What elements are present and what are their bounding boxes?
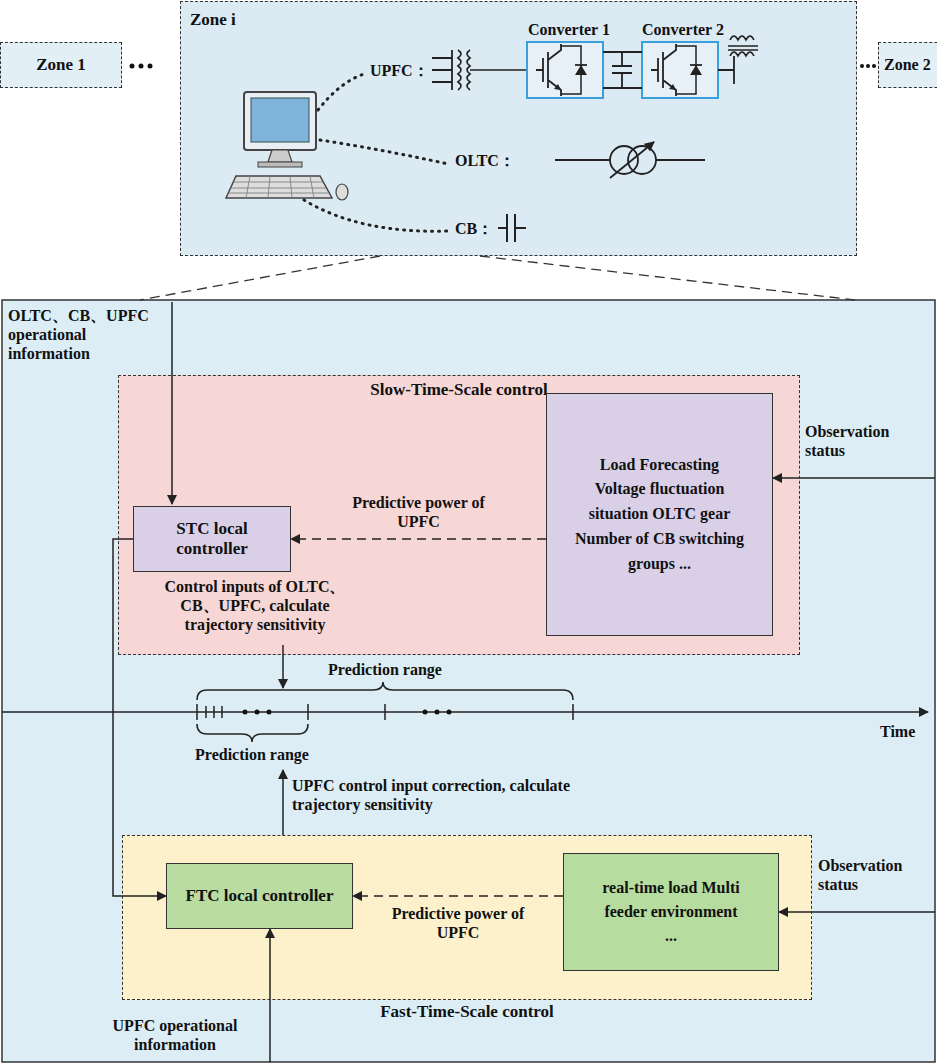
continuation-dots — [866, 64, 870, 68]
zoom-lines — [480, 256, 855, 300]
node-text: Zone i — [190, 10, 236, 30]
text-label: Control inputs of OLTC、 CB、UPFC, calcula… — [150, 577, 360, 635]
upfc-symbol — [728, 36, 758, 56]
upfc-symbol — [467, 50, 527, 90]
text-label: Prediction range — [320, 660, 450, 679]
region-fill — [122, 835, 812, 1000]
continuation-dots — [139, 64, 144, 69]
upfc-symbol — [458, 50, 461, 90]
text-label: OLTC： — [455, 151, 545, 170]
timeline-dots — [255, 710, 260, 715]
text-label: OLTC、CB、UPFC operational information — [8, 306, 158, 364]
controller-box: FTC local controller — [166, 863, 353, 929]
text-label: Converter 1 — [528, 20, 638, 39]
region-fill — [180, 1, 857, 256]
timeline-dots — [267, 710, 272, 715]
oltc-symbol — [610, 146, 638, 174]
timeline — [197, 682, 573, 700]
timeline — [197, 704, 573, 720]
input-arrows — [282, 770, 284, 835]
node-text: Zone 1 — [36, 55, 86, 75]
node-text: real-time load Multi feeder environment … — [602, 876, 740, 948]
input-arrows — [171, 302, 173, 504]
link-dotted-lines — [320, 140, 448, 164]
continuation-dots — [130, 64, 877, 69]
continuation-dots — [130, 64, 135, 69]
zone-box: Zone 2 — [878, 42, 937, 88]
upfc-symbol — [527, 42, 603, 98]
timeline-dots — [423, 710, 428, 715]
text-label: Observation status — [805, 422, 930, 460]
text-label: UPFC operational information — [90, 1016, 260, 1054]
zone-box: Zone 1 — [0, 42, 122, 88]
link-dotted-lines — [304, 200, 449, 231]
link-dotted-lines — [304, 74, 449, 231]
computer-icon — [244, 92, 316, 150]
timeline-dots — [243, 710, 452, 715]
edge-label: Predictive power of UPFC — [388, 904, 528, 942]
upfc-symbol — [432, 50, 452, 90]
info-box: Load Forecasting Voltage fluctuation sit… — [546, 393, 773, 636]
upfc-symbol — [432, 36, 758, 98]
text-label: Converter 2 — [642, 20, 752, 39]
computer-icon — [228, 176, 329, 198]
computer-icon — [336, 184, 348, 200]
computer-icon — [268, 150, 292, 162]
timeline-dots — [435, 710, 440, 715]
text-label: UPFC： — [370, 61, 460, 80]
region-fills — [118, 1, 857, 1000]
edge-label: Predictive power of UPFC — [349, 493, 489, 531]
info-box: real-time load Multi feeder environment … — [563, 853, 779, 971]
zone-detail-panel — [2, 300, 935, 1062]
node-text: Load Forecasting Voltage fluctuation sit… — [573, 453, 746, 577]
computer-icon — [226, 176, 332, 198]
text-label: UPFC control input correction, calculate… — [292, 776, 592, 814]
oltc-symbol — [555, 142, 705, 178]
zone-box: Zone i — [180, 1, 857, 256]
continuation-dots — [148, 64, 153, 69]
connector-arrow — [113, 539, 166, 896]
capacitor-symbol — [498, 214, 526, 242]
input-arrows — [773, 477, 935, 479]
timeline-dots — [447, 710, 452, 715]
zoom-lines — [140, 256, 380, 300]
input-arrows — [282, 645, 284, 688]
text-label: Prediction range — [187, 745, 317, 764]
capacitor-symbol — [498, 214, 526, 242]
text-label: Observation status — [818, 856, 933, 894]
upfc-symbol — [642, 42, 718, 98]
controller-box: STC local controller — [133, 506, 291, 572]
node-text: FTC local controller — [186, 886, 334, 906]
timeline — [2, 711, 928, 713]
upfc-symbol — [718, 56, 734, 84]
continuation-dots — [860, 64, 864, 68]
input-arrows — [779, 911, 935, 913]
text-label: CB： — [455, 219, 515, 238]
computer-icon — [251, 98, 309, 142]
timeline — [2, 682, 928, 742]
connector-arrow — [291, 538, 546, 540]
link-dotted-lines — [318, 74, 364, 110]
timeline — [197, 724, 308, 742]
input-arrows — [172, 302, 935, 1062]
node-text: STC local controller — [142, 519, 282, 560]
zoom-lines — [140, 256, 855, 300]
node-text: Zone 2 — [884, 55, 931, 74]
timeline-dots — [243, 710, 248, 715]
computer-icon — [258, 162, 302, 167]
continuation-dots — [872, 64, 876, 68]
computer-icon — [226, 92, 348, 200]
oltc-symbol — [610, 142, 654, 178]
upfc-symbol — [603, 52, 642, 88]
region-fill — [118, 375, 800, 655]
connector-arrow — [353, 895, 563, 897]
input-arrows — [269, 929, 271, 1062]
text-label: Time — [880, 722, 930, 741]
